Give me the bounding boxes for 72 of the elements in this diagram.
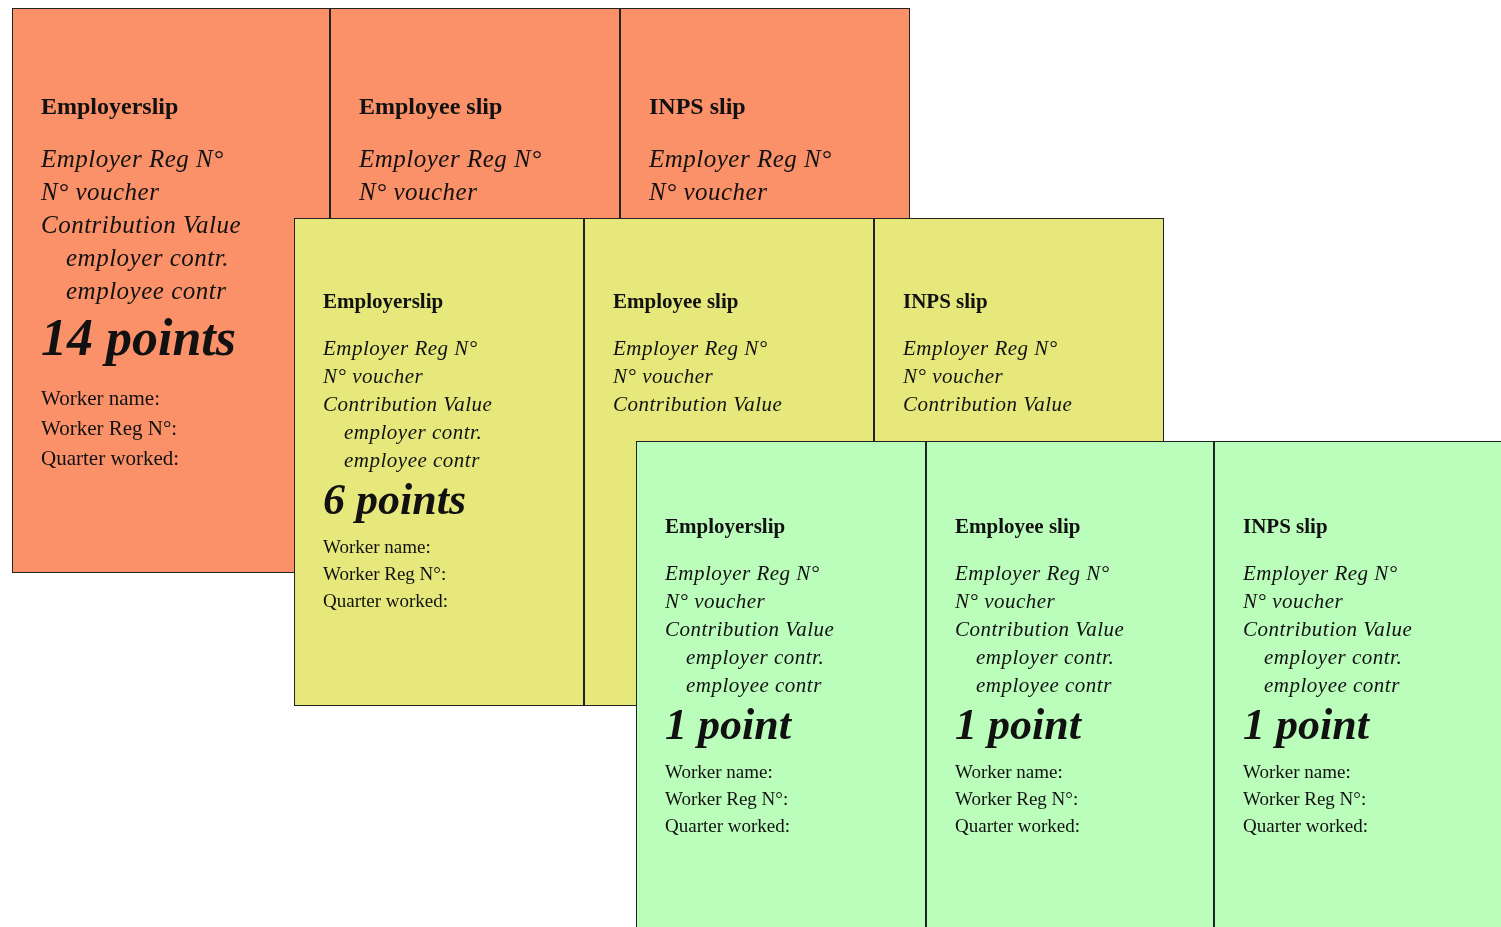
field-line: Contribution Value (665, 616, 835, 643)
field-line: employer contr. (975, 644, 1115, 671)
voucher-slip (636, 441, 926, 927)
slip-heading: Employee slip (613, 289, 739, 314)
field-line: N° voucher (903, 363, 1004, 390)
slip-heading: INPS slip (649, 93, 746, 120)
slip-heading: INPS slip (1243, 514, 1328, 539)
slip-heading: Employerslip (41, 93, 179, 120)
field-line: Contribution Value (613, 391, 783, 418)
slip-heading: INPS slip (903, 289, 988, 314)
field-line: Employer Reg N° (903, 335, 1058, 362)
worker-field: Quarter worked: (1243, 811, 1369, 839)
voucher-slip (620, 8, 910, 219)
worker-field: Quarter worked: (323, 586, 449, 614)
field-line: employee contr (65, 276, 227, 306)
points-value: 1 point (1243, 699, 1369, 751)
field-line: N° voucher (1243, 588, 1344, 615)
field-line: Employer Reg N° (649, 144, 832, 174)
field-line: Contribution Value (41, 210, 241, 240)
worker-field: Worker Reg N°: (1243, 784, 1367, 812)
points-value: 1 point (955, 699, 1081, 751)
field-line: N° voucher (323, 363, 424, 390)
points-value: 6 points (323, 474, 467, 526)
voucher-slip (926, 441, 1214, 927)
field-line: employer contr. (1263, 644, 1403, 671)
field-line: Employer Reg N° (359, 144, 542, 174)
slip-heading: Employee slip (955, 514, 1081, 539)
slip-heading: Employee slip (359, 93, 503, 120)
worker-field: Worker Reg N°: (323, 559, 447, 587)
field-line: N° voucher (665, 588, 766, 615)
field-line: employee contr (975, 672, 1112, 699)
worker-field: Worker name: (41, 383, 160, 414)
field-line: employer contr. (65, 243, 230, 273)
field-line: N° voucher (41, 177, 160, 207)
field-line: N° voucher (613, 363, 714, 390)
field-line: Employer Reg N° (955, 560, 1110, 587)
field-line: N° voucher (359, 177, 478, 207)
slip-heading: Employerslip (665, 514, 786, 539)
worker-field: Worker name: (665, 757, 773, 785)
field-line: Contribution Value (1243, 616, 1413, 643)
voucher-slip (874, 218, 1164, 442)
worker-field: Worker name: (955, 757, 1063, 785)
field-line: Employer Reg N° (613, 335, 768, 362)
worker-field: Worker Reg N°: (955, 784, 1079, 812)
voucher-slip (330, 8, 620, 219)
field-line: employee contr (343, 447, 480, 474)
worker-field: Quarter worked: (665, 811, 791, 839)
voucher-slip (1214, 441, 1501, 927)
field-line: employee contr (1263, 672, 1400, 699)
points-value: 1 point (665, 699, 791, 751)
field-line: employer contr. (343, 419, 483, 446)
field-line: N° voucher (649, 177, 768, 207)
field-line: Contribution Value (323, 391, 493, 418)
field-line: employee contr (685, 672, 822, 699)
voucher-slip (294, 218, 584, 706)
field-line: Contribution Value (903, 391, 1073, 418)
worker-field: Worker name: (1243, 757, 1351, 785)
voucher-slip (584, 218, 874, 442)
worker-field: Worker Reg N°: (41, 413, 178, 444)
worker-field: Worker Reg N°: (665, 784, 789, 812)
field-line: N° voucher (955, 588, 1056, 615)
field-line: Employer Reg N° (1243, 560, 1398, 587)
field-line: Employer Reg N° (665, 560, 820, 587)
points-value: 14 points (41, 308, 237, 368)
slip-heading: Employerslip (323, 289, 444, 314)
worker-field: Quarter worked: (955, 811, 1081, 839)
field-line: Employer Reg N° (323, 335, 478, 362)
field-line: employer contr. (685, 644, 825, 671)
worker-field: Worker name: (323, 532, 431, 560)
worker-field: Quarter worked: (41, 443, 180, 474)
field-line: Employer Reg N° (41, 144, 224, 174)
field-line: Contribution Value (955, 616, 1125, 643)
